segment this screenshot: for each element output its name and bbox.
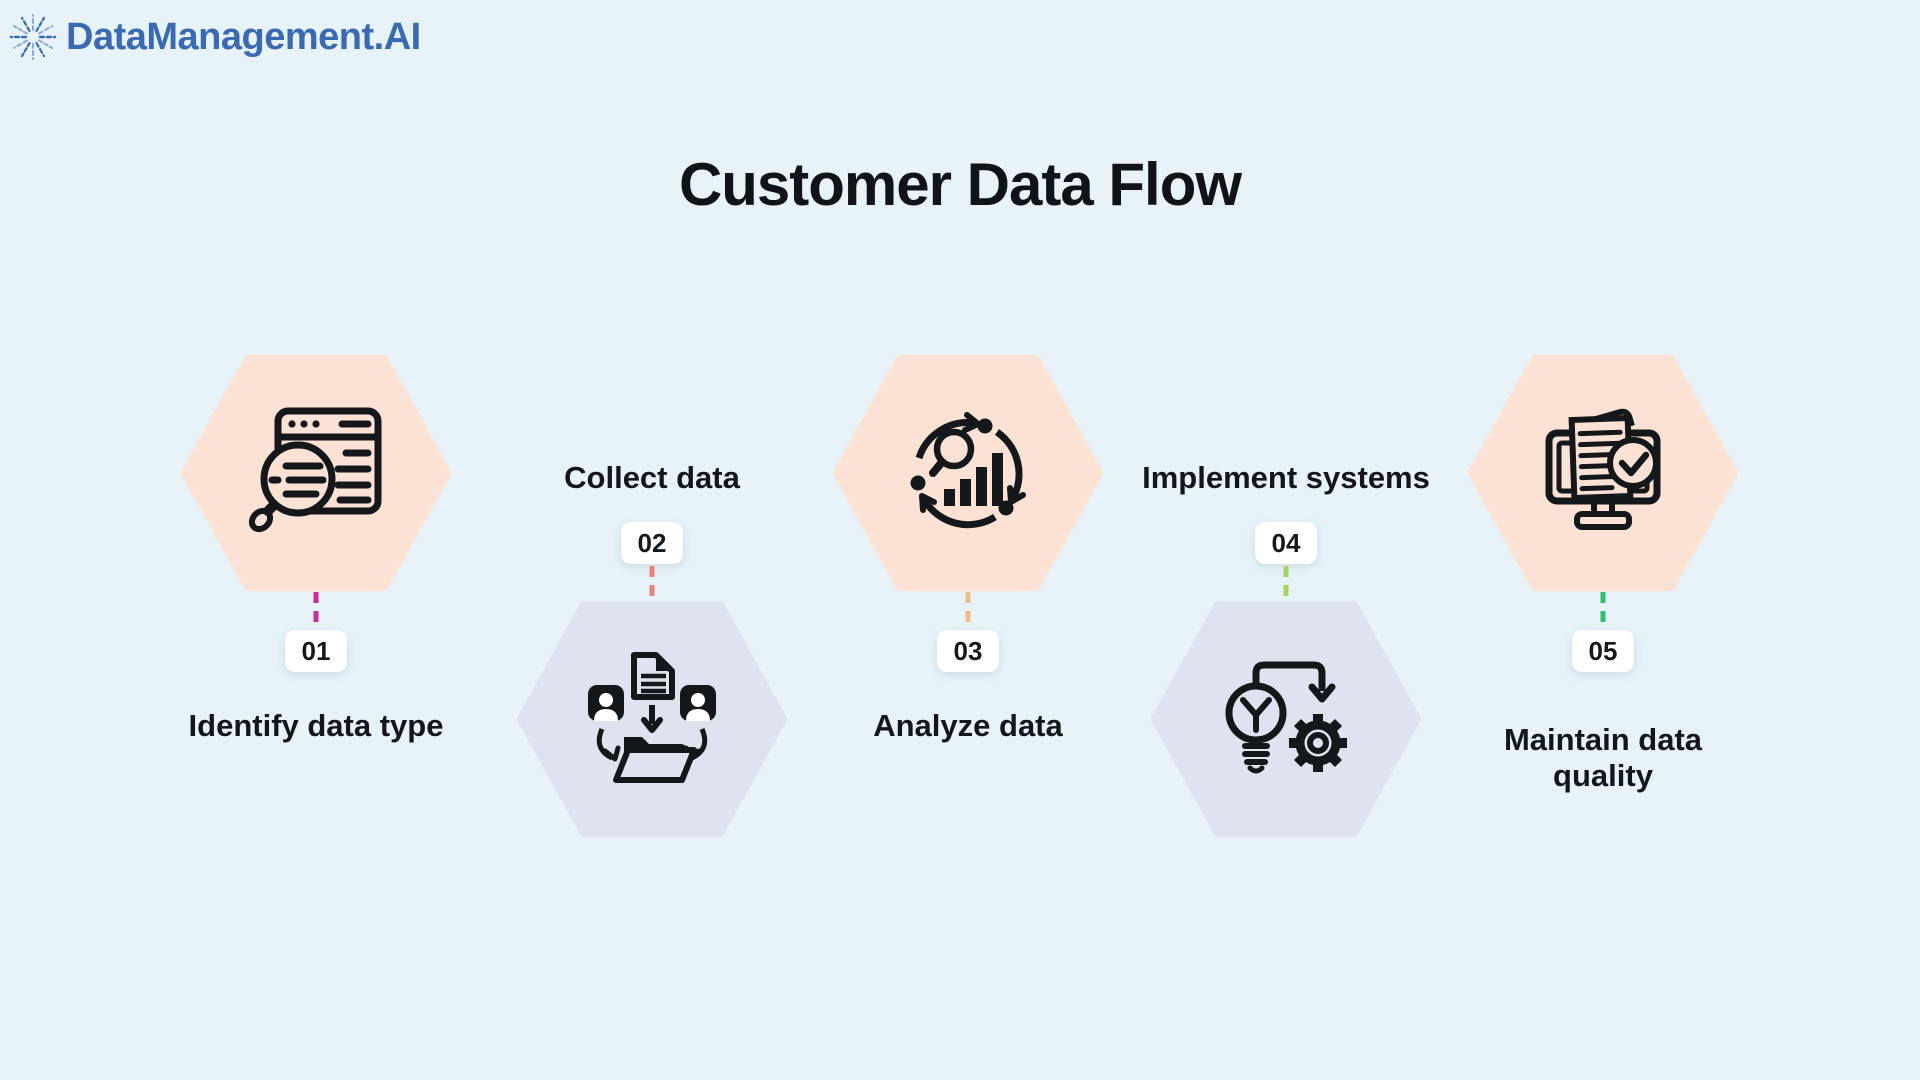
hexagon-step-1	[181, 355, 451, 591]
step-number-badge: 01	[285, 630, 347, 672]
connector-step-5	[1600, 592, 1606, 628]
implement-systems-icon	[1225, 661, 1347, 774]
starburst-icon	[9, 14, 57, 60]
data-quality-icon	[1545, 408, 1661, 530]
step-number-badge: 04	[1255, 522, 1317, 564]
page-title: Customer Data Flow	[678, 151, 1242, 218]
hexagon-step-4	[1151, 601, 1421, 837]
brand-name: DataManagement.AI	[66, 15, 421, 58]
hexagon-step-5	[1468, 355, 1738, 591]
connector-step-1	[313, 592, 319, 628]
step-label: Collect data	[564, 460, 740, 495]
browser-search-icon	[248, 407, 382, 533]
step-number-badge: 05	[1572, 630, 1634, 672]
analyze-data-icon	[910, 412, 1026, 529]
hexagon-step-3	[833, 355, 1103, 591]
hexagon-step-2	[517, 601, 787, 837]
step-label: Maintain data quality	[1503, 722, 1703, 793]
step-label: Identify data type	[188, 708, 444, 743]
step-number-badge: 02	[621, 522, 683, 564]
step-label: Implement systems	[1142, 460, 1430, 495]
step-label: Analyze data	[873, 708, 1063, 743]
collect-data-icon	[588, 652, 716, 783]
connector-step-2	[649, 566, 655, 600]
brand-logo: DataManagement.AI	[8, 12, 421, 62]
step-number-badge: 03	[937, 630, 999, 672]
connector-step-4	[1283, 566, 1289, 600]
connector-step-3	[965, 592, 971, 628]
